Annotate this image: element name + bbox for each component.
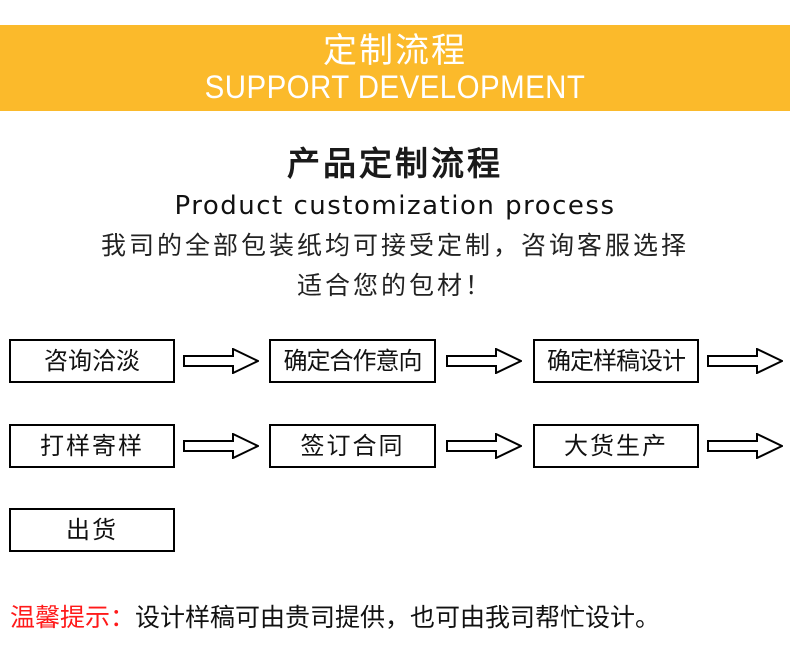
- banner-title-en: SUPPORT DEVELOPMENT: [204, 69, 586, 105]
- step-consult: 咨询洽淡: [9, 339, 175, 383]
- description-line-1: 我司的全部包装纸均可接受定制，咨询客服选择: [100, 231, 689, 260]
- section-title-en: Product customization process: [174, 191, 616, 221]
- section-title-cn: 产品定制流程: [287, 144, 503, 183]
- header-banner: 定制流程 SUPPORT DEVELOPMENT: [0, 25, 790, 111]
- description-line-2: 适合您的包材！: [296, 271, 493, 300]
- tip-text: 设计样稿可由贵司提供，也可由我司帮忙设计。: [135, 603, 661, 632]
- step-confirm-design: 确定样稿设计: [533, 339, 699, 383]
- step-shipment: 出货: [9, 508, 175, 552]
- step-label: 签订合同: [300, 432, 405, 460]
- step-label: 确定样稿设计: [547, 347, 686, 375]
- step-sign-contract: 签订合同: [269, 424, 436, 468]
- hollow-right-arrow-icon: [446, 433, 522, 459]
- hollow-right-arrow-icon: [446, 348, 522, 374]
- hollow-right-arrow-icon: [183, 348, 259, 374]
- hollow-right-arrow-icon: [707, 433, 783, 459]
- step-label: 出货: [66, 516, 118, 544]
- step-confirm-intent: 确定合作意向: [269, 339, 436, 383]
- warm-tip: 温馨提示：设计样稿可由贵司提供，也可由我司帮忙设计。: [10, 600, 660, 636]
- step-mass-production: 大货生产: [533, 424, 699, 468]
- step-label: 大货生产: [564, 432, 668, 460]
- step-label: 确定合作意向: [283, 347, 423, 375]
- step-label: 咨询洽淡: [44, 347, 140, 375]
- step-sampling: 打样寄样: [9, 424, 175, 468]
- hollow-right-arrow-icon: [707, 348, 783, 374]
- step-label: 打样寄样: [40, 432, 144, 460]
- hollow-right-arrow-icon: [183, 433, 259, 459]
- banner-title-cn: 定制流程: [323, 31, 467, 71]
- tip-label: 温馨提示：: [10, 603, 136, 632]
